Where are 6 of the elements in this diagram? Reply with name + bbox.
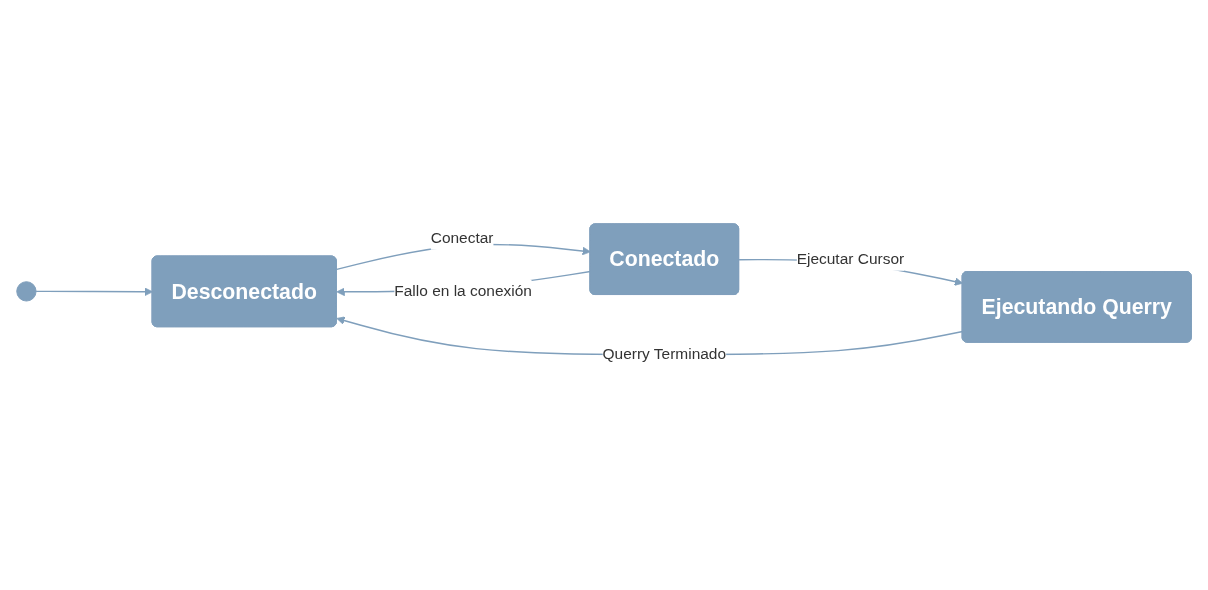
edge-label: Conectar	[430, 229, 494, 246]
edge-label: Ejecutar Cursor	[796, 250, 905, 267]
edge-label: Fallo en la conexión	[394, 282, 532, 300]
arrow	[35, 287, 153, 297]
edge-label: Querry Terminado	[602, 345, 727, 363]
node-circle	[16, 281, 37, 302]
